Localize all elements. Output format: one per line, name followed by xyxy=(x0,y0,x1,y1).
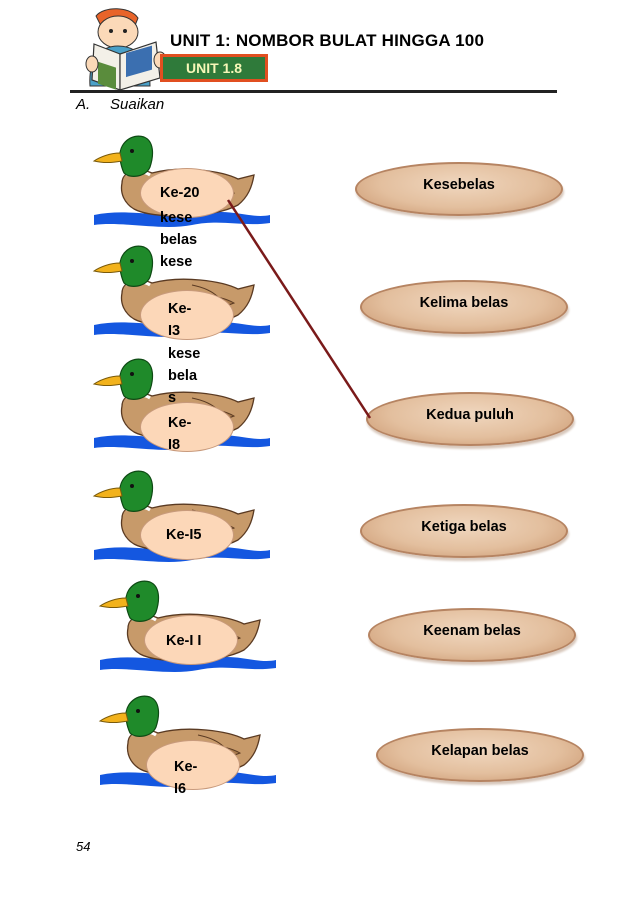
page-number: 54 xyxy=(76,839,91,854)
duck-label-oval xyxy=(140,510,234,560)
unit-badge: UNIT 1.8 xyxy=(160,54,268,82)
header-divider xyxy=(70,90,557,93)
duck-label-text: Ke- I6 xyxy=(174,759,198,797)
duck-label-oval xyxy=(140,168,234,218)
duck-label-text: Ke- I8 xyxy=(168,415,192,453)
duck-label-oval xyxy=(146,740,240,790)
overflow-text-block: kese bela s xyxy=(168,346,201,406)
answer-option[interactable]: Kelapan belas xyxy=(376,728,584,782)
duck-label-text: Ke- I3 xyxy=(168,301,192,339)
section-letter: A. xyxy=(76,96,91,113)
duck-label-oval xyxy=(144,615,238,665)
duck-label-text: Ke-20 xyxy=(160,185,200,201)
answer-option[interactable]: Kesebelas xyxy=(355,162,563,216)
answer-option[interactable]: Ketiga belas xyxy=(360,504,568,558)
answer-option[interactable]: Kedua puluh xyxy=(366,392,574,446)
duck-label-text: Ke-I I xyxy=(166,633,202,649)
answer-option[interactable]: Keenam belas xyxy=(368,608,576,662)
section-title: Suaikan xyxy=(110,96,165,113)
overflow-text-block: kese belas kese xyxy=(160,210,198,270)
page-title: UNIT 1: NOMBOR BULAT HINGGA 100 xyxy=(170,31,485,50)
duck-label-text: Ke-I5 xyxy=(166,527,202,543)
duck-label-oval xyxy=(140,290,234,340)
duck-label-oval xyxy=(140,402,234,452)
answer-option[interactable]: Kelima belas xyxy=(360,280,568,334)
